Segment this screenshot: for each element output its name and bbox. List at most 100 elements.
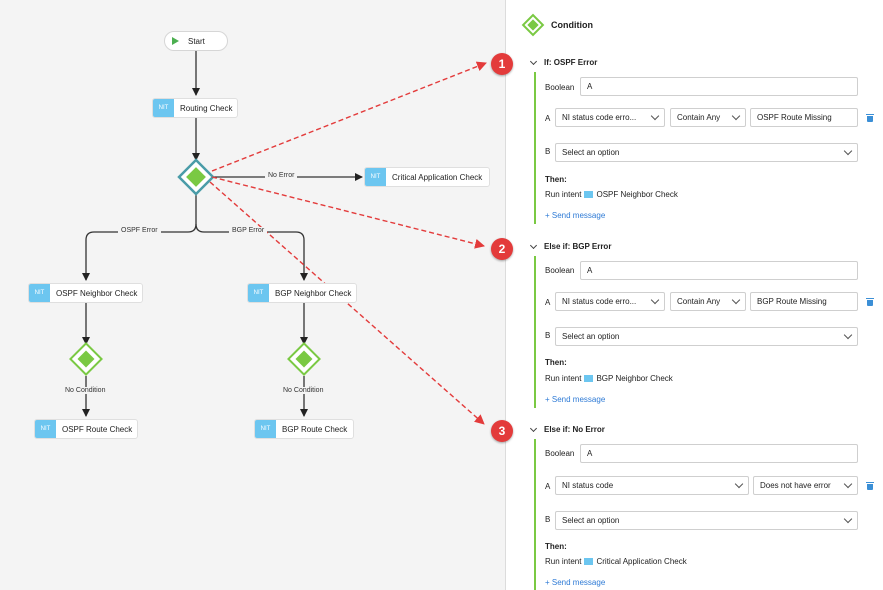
boolean-label: Boolean: [545, 266, 575, 275]
play-icon: [172, 37, 179, 45]
row-key-b: B: [545, 331, 551, 340]
chevron-down-icon: [843, 146, 853, 156]
then-label: Then:: [545, 175, 567, 184]
boolean-input[interactable]: A: [580, 444, 858, 463]
branch-rail: [534, 256, 536, 408]
node-label: Critical Application Check: [392, 172, 483, 182]
boolean-value: A: [587, 266, 593, 275]
panel-title: Condition: [551, 20, 593, 30]
send-message-link[interactable]: + Send message: [545, 578, 606, 587]
chevron-down-icon: [734, 479, 744, 489]
send-message-link[interactable]: + Send message: [545, 395, 606, 404]
field-select[interactable]: NI status code erro...: [555, 292, 665, 311]
boolean-input[interactable]: A: [580, 261, 858, 280]
boolean-input[interactable]: A: [580, 77, 858, 96]
branch-rail: [534, 439, 536, 590]
node-routing-check[interactable]: NIT Routing Check: [152, 98, 238, 118]
edge-label-ospf-error: OSPF Error: [118, 227, 161, 234]
chevron-down-icon: [731, 295, 741, 305]
node-label: BGP Neighbor Check: [275, 288, 352, 298]
operator-select[interactable]: Contain Any: [670, 292, 746, 311]
node-ospf-route-check[interactable]: NIT OSPF Route Check: [34, 419, 138, 439]
select-value: NI status code erro...: [562, 113, 637, 122]
field-select[interactable]: NI status code erro...: [555, 108, 665, 127]
panel-divider: [505, 0, 506, 590]
operator-select[interactable]: Does not have error: [753, 476, 858, 495]
chevron-down-icon: [843, 479, 853, 489]
delete-trash-icon[interactable]: [866, 481, 874, 490]
intent-name[interactable]: OSPF Neighbor Check: [596, 190, 678, 199]
select-value: Contain Any: [677, 297, 721, 306]
start-node[interactable]: Start: [164, 31, 228, 51]
select-value: NI status code erro...: [562, 297, 637, 306]
input-value: OSPF Route Missing: [757, 113, 832, 122]
branch-heading: If: OSPF Error: [544, 58, 598, 67]
select-placeholder: Select an option: [562, 332, 620, 341]
operator-select[interactable]: Contain Any: [670, 108, 746, 127]
edge-label-no-error: No Error: [265, 172, 298, 179]
run-intent-line: Run intent BGP Neighbor Check: [545, 374, 673, 383]
edge-label-bgp-error: BGP Error: [229, 227, 268, 234]
run-intent-label: Run intent: [545, 374, 582, 383]
branch-heading: Else if: No Error: [544, 425, 605, 434]
branch-heading: Else if: BGP Error: [544, 242, 612, 251]
value-input[interactable]: OSPF Route Missing: [750, 108, 858, 127]
intent-name[interactable]: Critical Application Check: [596, 557, 687, 566]
edge-label-no-condition-left: No Condition: [62, 387, 109, 394]
nit-mini-icon: [584, 191, 594, 198]
send-message-link[interactable]: + Send message: [545, 211, 606, 220]
boolean-label: Boolean: [545, 449, 575, 458]
node-label: OSPF Route Check: [62, 424, 133, 434]
edge-label-no-condition-right: No Condition: [280, 387, 327, 394]
boolean-label: Boolean: [545, 83, 575, 92]
node-ospf-neighbor-check[interactable]: NIT OSPF Neighbor Check: [28, 283, 143, 303]
node-label: Routing Check: [180, 103, 233, 113]
node-critical-application-check[interactable]: NIT Critical Application Check: [364, 167, 490, 187]
delete-trash-icon[interactable]: [866, 297, 874, 306]
then-label: Then:: [545, 358, 567, 367]
select-value: Contain Any: [677, 113, 721, 122]
node-label: BGP Route Check: [282, 424, 348, 434]
select-placeholder: Select an option: [562, 148, 620, 157]
chevron-down-icon: [731, 111, 741, 121]
field-select-b[interactable]: Select an option: [555, 327, 858, 346]
node-bgp-neighbor-check[interactable]: NIT BGP Neighbor Check: [247, 283, 357, 303]
nit-icon: NIT: [255, 420, 276, 438]
chevron-down-icon: [843, 514, 853, 524]
row-key-b: B: [545, 515, 551, 524]
row-key-b: B: [545, 147, 551, 156]
field-select[interactable]: NI status code: [555, 476, 749, 495]
nit-mini-icon: [584, 558, 594, 565]
nit-icon: NIT: [35, 420, 56, 438]
select-value: Does not have error: [760, 481, 831, 490]
boolean-value: A: [587, 82, 593, 91]
node-bgp-route-check[interactable]: NIT BGP Route Check: [254, 419, 354, 439]
value-input[interactable]: BGP Route Missing: [750, 292, 858, 311]
start-label: Start: [188, 36, 205, 46]
select-value: NI status code: [562, 481, 614, 490]
run-intent-line: Run intent OSPF Neighbor Check: [545, 190, 678, 199]
annotation-badge-2: 2: [491, 238, 513, 260]
chevron-down-icon: [843, 330, 853, 340]
nit-icon: NIT: [248, 284, 269, 302]
nit-icon: NIT: [29, 284, 50, 302]
row-key-a: A: [545, 298, 551, 307]
annotation-badge-3: 3: [491, 420, 513, 442]
run-intent-label: Run intent: [545, 190, 582, 199]
annotation-badge-1: 1: [491, 53, 513, 75]
intent-name[interactable]: BGP Neighbor Check: [596, 374, 673, 383]
nit-icon: NIT: [365, 168, 386, 186]
then-label: Then:: [545, 542, 567, 551]
field-select-b[interactable]: Select an option: [555, 511, 858, 530]
branch-rail: [534, 72, 536, 224]
node-label: OSPF Neighbor Check: [56, 288, 138, 298]
nit-icon: NIT: [153, 99, 174, 117]
input-value: BGP Route Missing: [757, 297, 827, 306]
field-select-b[interactable]: Select an option: [555, 143, 858, 162]
select-placeholder: Select an option: [562, 516, 620, 525]
delete-trash-icon[interactable]: [866, 113, 874, 122]
chevron-down-icon: [650, 295, 660, 305]
chevron-down-icon: [650, 111, 660, 121]
boolean-value: A: [587, 449, 593, 458]
